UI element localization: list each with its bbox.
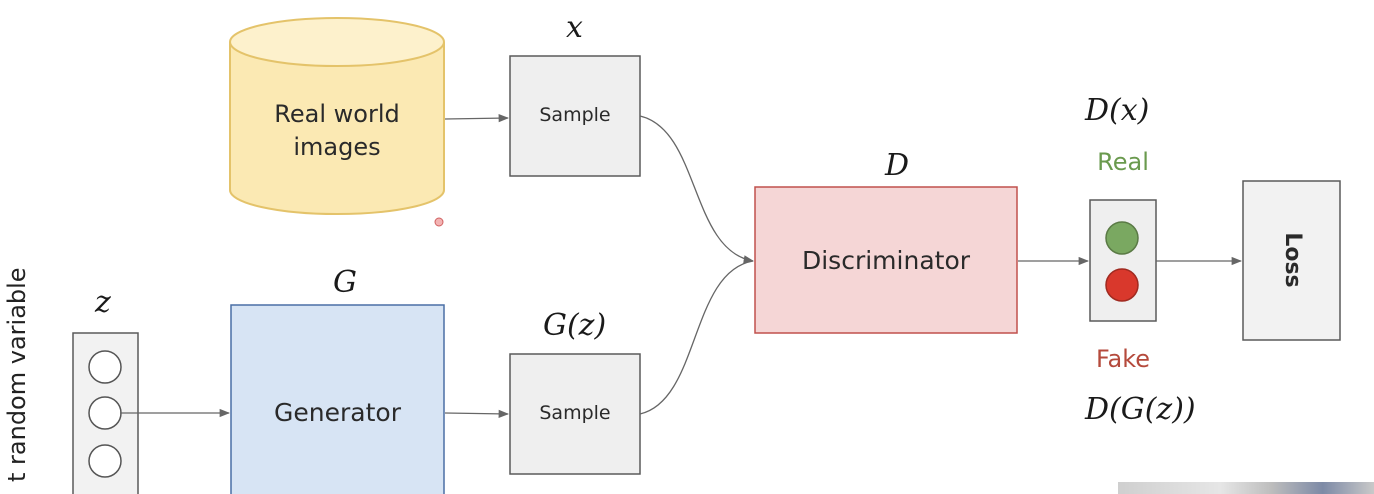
Gz-symbol: G(z) bbox=[543, 308, 607, 343]
green-light-icon bbox=[1105, 221, 1139, 255]
real-images-line-2: images bbox=[293, 133, 381, 161]
loss-label: Loss bbox=[1280, 232, 1305, 288]
video-thumbnail-strip bbox=[1118, 482, 1374, 494]
latent-node-icon bbox=[88, 444, 122, 478]
discriminator-label: Discriminator bbox=[801, 246, 971, 275]
Dx-symbol: D(x) bbox=[1085, 93, 1150, 128]
DGz-symbol: D(G(z)) bbox=[1085, 392, 1196, 427]
real-images-line-1: Real world bbox=[274, 100, 400, 128]
output-indicator bbox=[1089, 199, 1157, 322]
discriminator-box bbox=[754, 186, 1018, 334]
x-symbol: x bbox=[566, 10, 583, 45]
G-symbol: G bbox=[333, 265, 357, 300]
red-light-icon bbox=[1105, 268, 1139, 302]
latent-variable-label: t random variable bbox=[3, 267, 31, 482]
cursor-dot bbox=[434, 217, 444, 227]
latent-node-icon bbox=[88, 350, 122, 384]
generator-label: Generator bbox=[274, 398, 401, 427]
loss-box bbox=[1242, 180, 1341, 341]
arrow-fake-sample-to-discriminator bbox=[639, 260, 754, 415]
generator-box bbox=[230, 304, 445, 494]
z-symbol: z bbox=[95, 285, 111, 320]
real-images-cylinder bbox=[229, 17, 445, 215]
latent-node-icon bbox=[88, 396, 122, 430]
sample-bottom-label: Sample bbox=[539, 402, 611, 424]
D-symbol: D bbox=[885, 148, 910, 183]
real-images-label: Real world images bbox=[230, 98, 444, 164]
sample-top-label: Sample bbox=[539, 104, 611, 126]
arrow-images-to-sample bbox=[444, 113, 510, 123]
sample-box-bottom bbox=[509, 353, 641, 475]
fake-label: Fake bbox=[1095, 345, 1151, 373]
arrow-generator-to-sample bbox=[444, 409, 510, 419]
arrow-real-sample-to-discriminator bbox=[639, 115, 755, 264]
real-label: Real bbox=[1097, 148, 1149, 176]
sample-box-top bbox=[509, 55, 641, 177]
